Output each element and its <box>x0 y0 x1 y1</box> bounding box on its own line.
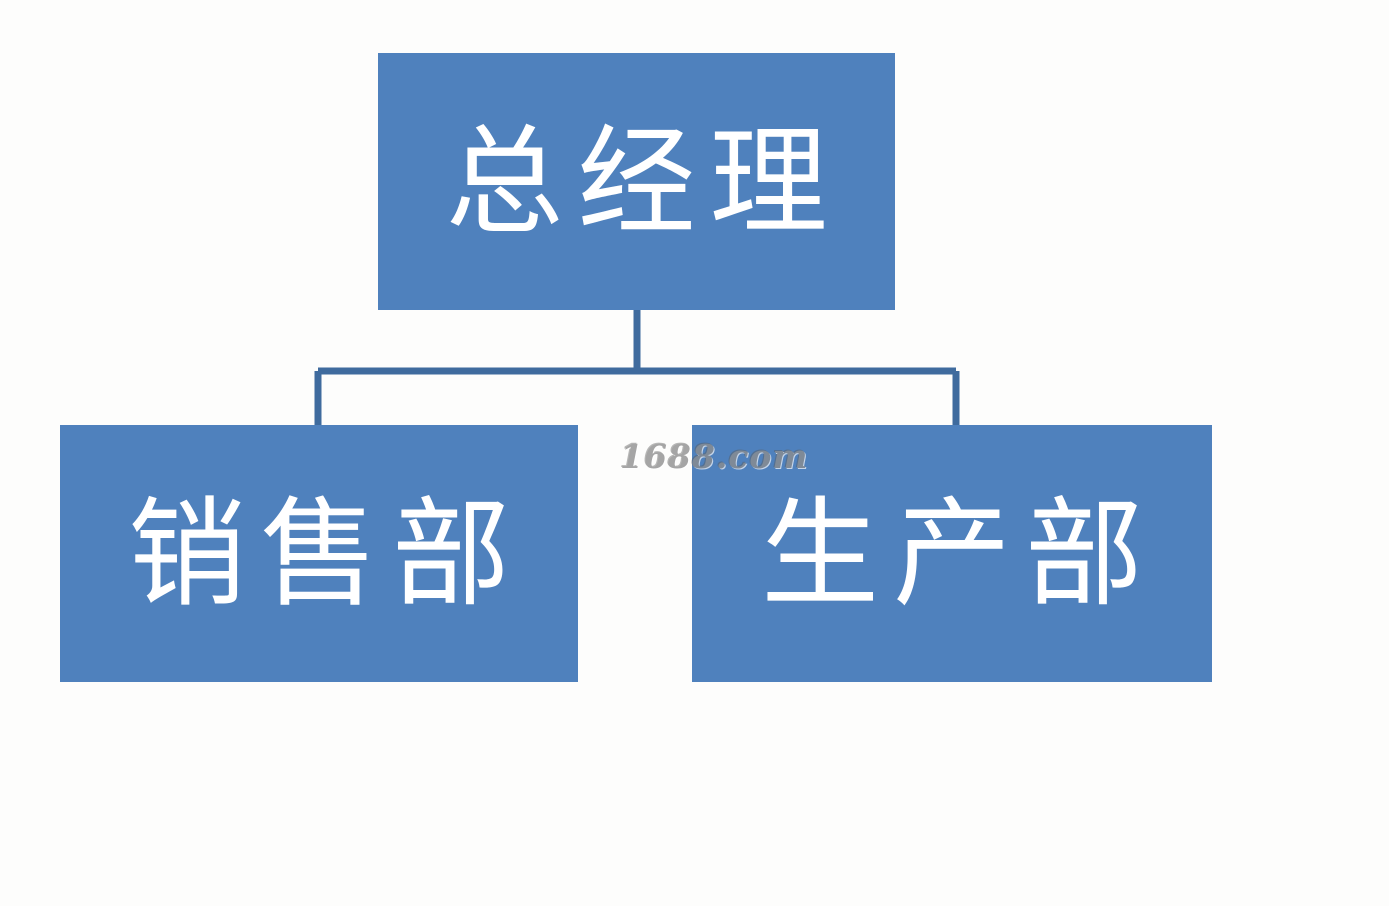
org-node-production-department[interactable]: 生产部 <box>692 425 1212 682</box>
org-node-sales-department[interactable]: 销售部 <box>60 425 578 682</box>
org-node-production-department-label: 生产部 <box>760 484 1157 623</box>
org-node-general-manager-label: 总经理 <box>445 112 842 251</box>
org-node-general-manager[interactable]: 总经理 <box>378 53 895 310</box>
org-node-sales-department-label: 销售部 <box>127 484 524 623</box>
